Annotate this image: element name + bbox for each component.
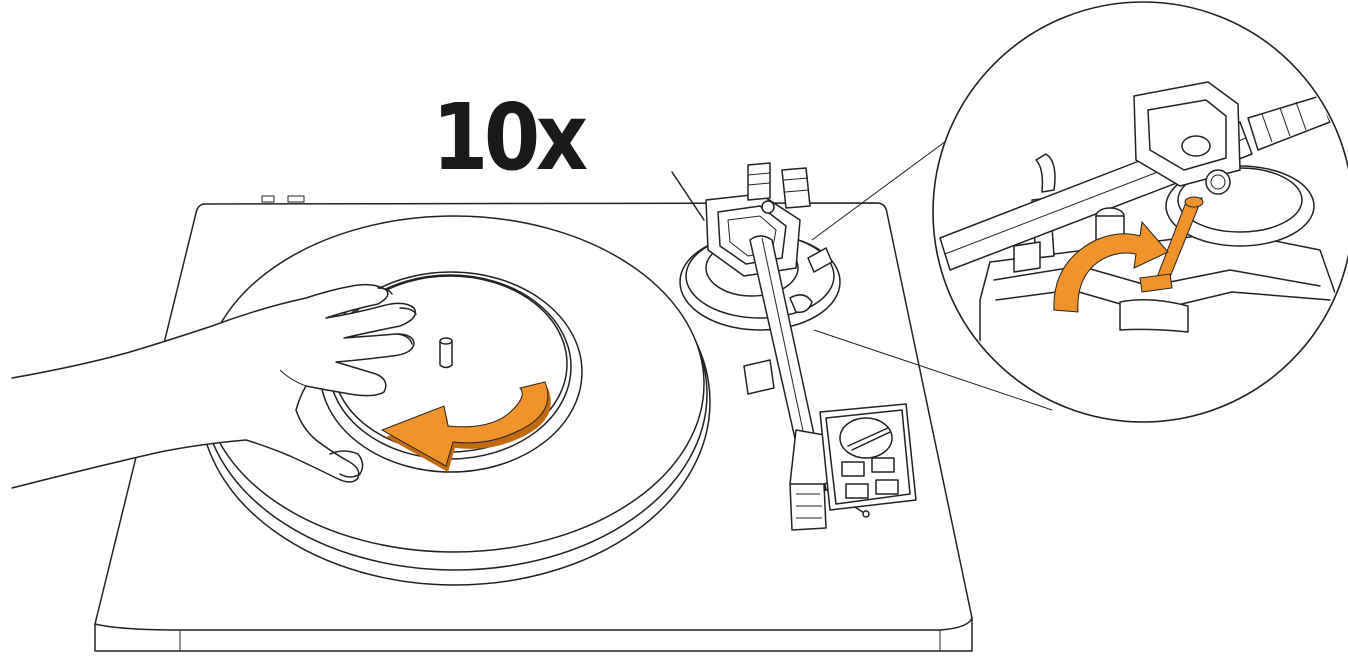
speed-control-panel: [820, 404, 916, 510]
detail-zoom-circle: [933, 2, 1348, 430]
spindle: [440, 338, 452, 368]
repeat-count-label: 10x: [432, 92, 584, 184]
